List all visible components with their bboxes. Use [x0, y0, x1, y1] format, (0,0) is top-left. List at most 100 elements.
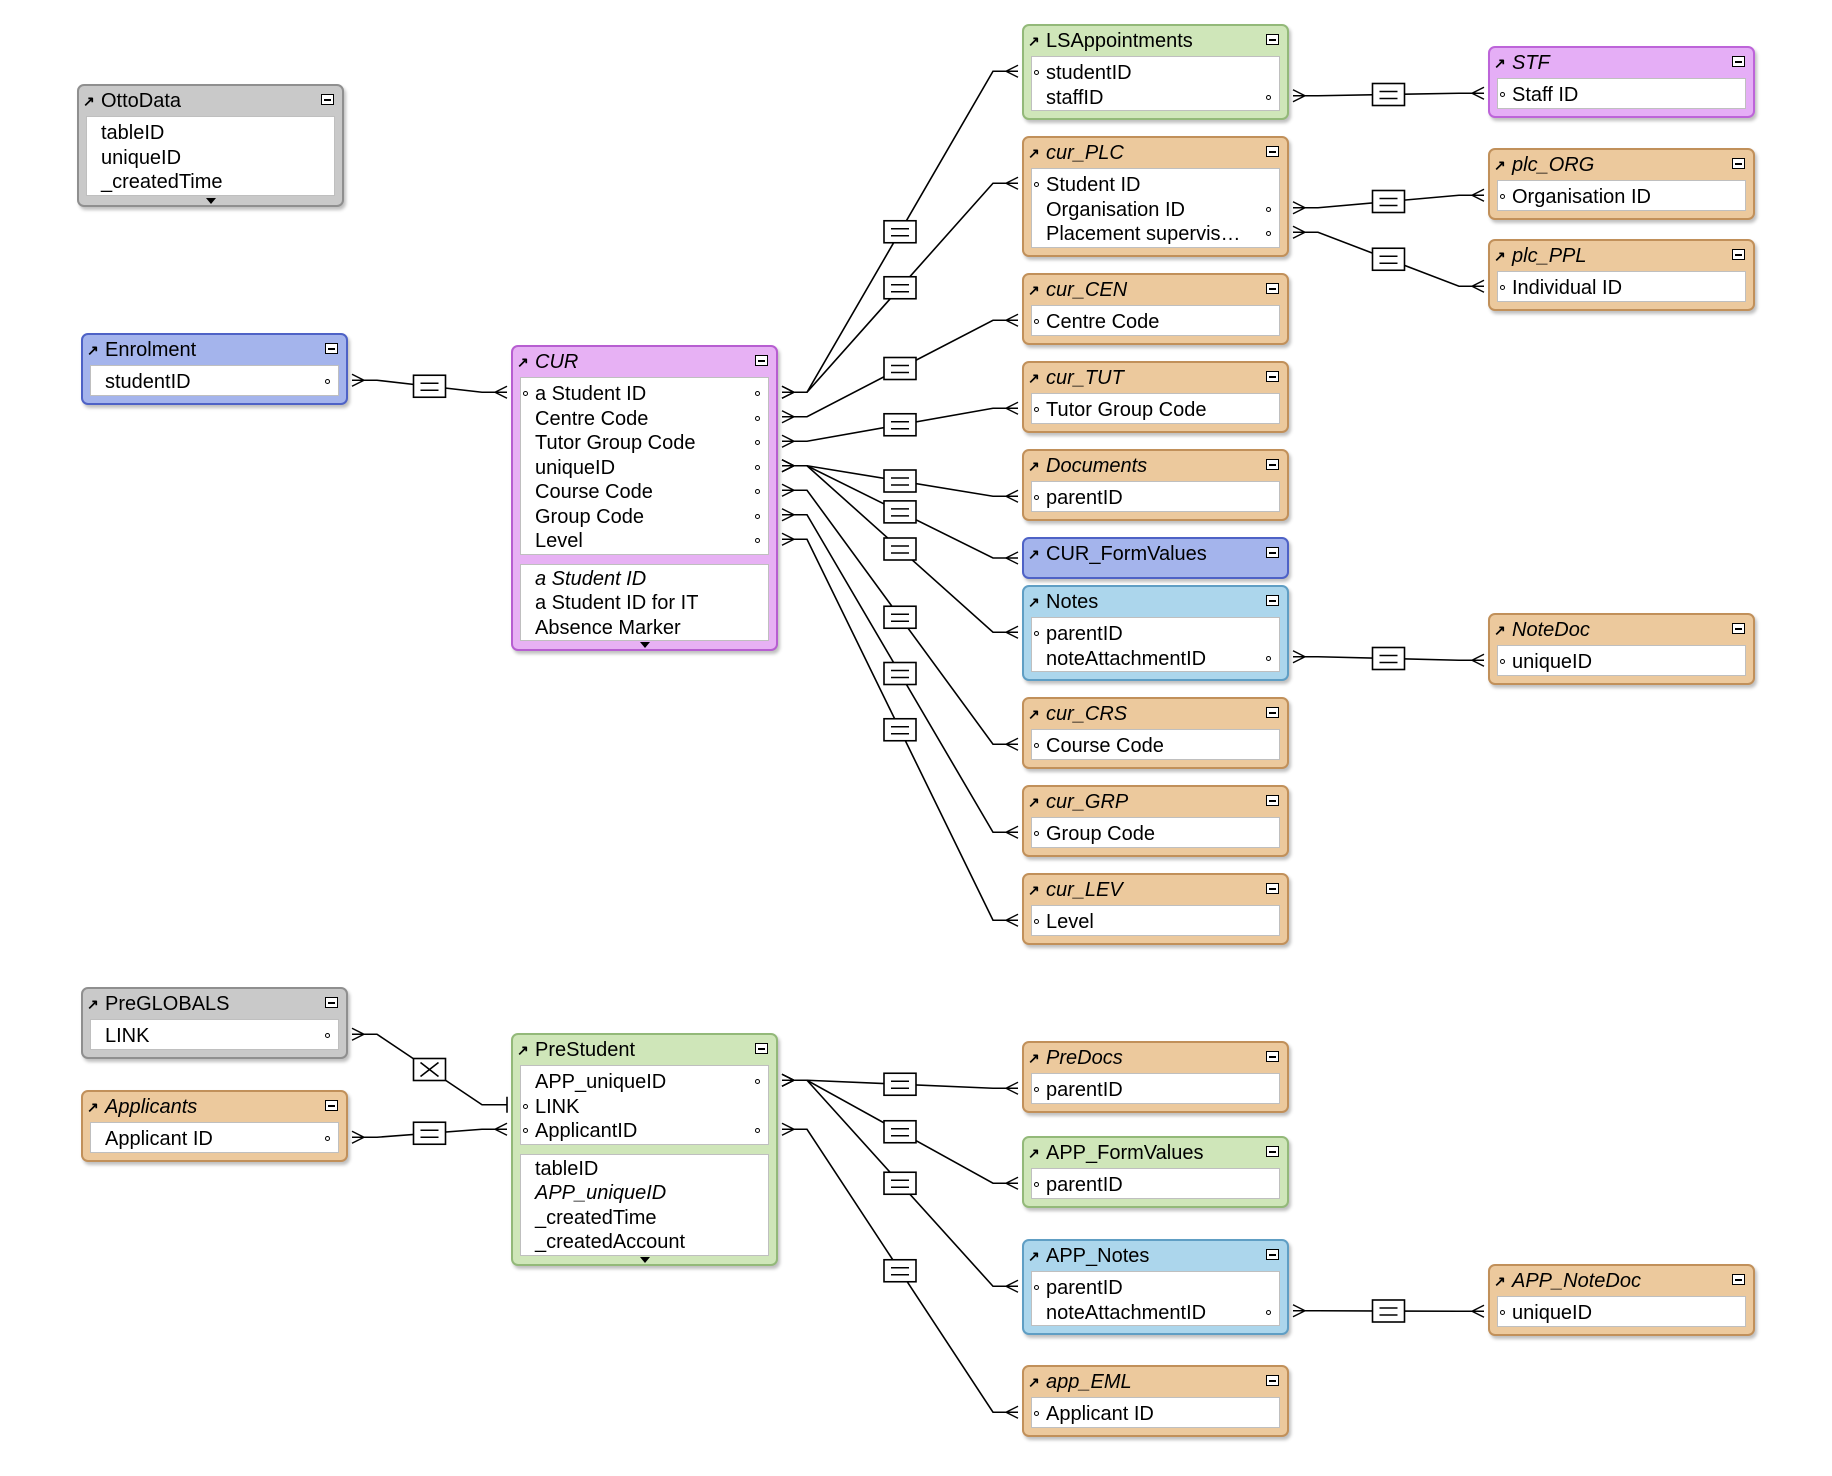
- collapse-icon[interactable]: [1732, 623, 1745, 634]
- collapse-icon[interactable]: [1266, 707, 1279, 718]
- arrow-northeast-icon[interactable]: ↗: [1028, 145, 1040, 161]
- collapse-icon[interactable]: [1266, 1146, 1279, 1157]
- collapse-icon[interactable]: [1266, 146, 1279, 157]
- table-occurrence-predocs[interactable]: ↗PreDocs parentID: [1022, 1041, 1289, 1113]
- collapse-icon[interactable]: [325, 1100, 338, 1111]
- field-row[interactable]: parentID: [1032, 486, 1279, 511]
- table-title[interactable]: ↗OttoData: [79, 86, 342, 116]
- arrow-northeast-icon[interactable]: ↗: [1028, 1050, 1040, 1066]
- field-row[interactable]: parentID: [1032, 1173, 1279, 1198]
- collapse-icon[interactable]: [1266, 283, 1279, 294]
- field-row[interactable]: Placement supervis…: [1032, 222, 1279, 247]
- table-title[interactable]: ↗Documents: [1024, 451, 1287, 481]
- collapse-icon[interactable]: [1266, 1375, 1279, 1386]
- arrow-northeast-icon[interactable]: ↗: [83, 93, 95, 109]
- collapse-icon[interactable]: [1266, 34, 1279, 45]
- table-title[interactable]: ↗CUR: [513, 347, 776, 377]
- collapse-icon[interactable]: [1266, 1249, 1279, 1260]
- table-title[interactable]: ↗cur_PLC: [1024, 138, 1287, 168]
- field-row[interactable]: studentID: [91, 370, 338, 395]
- field-row[interactable]: LINK: [521, 1095, 768, 1120]
- arrow-northeast-icon[interactable]: ↗: [1028, 1145, 1040, 1161]
- table-title[interactable]: ↗Applicants: [83, 1092, 346, 1122]
- arrow-northeast-icon[interactable]: ↗: [1494, 55, 1506, 71]
- arrow-northeast-icon[interactable]: ↗: [1028, 594, 1040, 610]
- collapse-icon[interactable]: [1732, 249, 1745, 260]
- table-occurrence-cur-cen[interactable]: ↗cur_CEN Centre Code: [1022, 273, 1289, 345]
- table-occurrence-cur-formvalues[interactable]: ↗CUR_FormValues: [1022, 537, 1289, 579]
- arrow-northeast-icon[interactable]: ↗: [87, 1099, 99, 1115]
- table-title[interactable]: ↗plc_PPL: [1490, 241, 1753, 271]
- expand-fields-icon[interactable]: [200, 197, 222, 205]
- arrow-northeast-icon[interactable]: ↗: [1494, 622, 1506, 638]
- field-row[interactable]: Tutor Group Code: [521, 431, 768, 456]
- collapse-icon[interactable]: [1266, 883, 1279, 894]
- field-row[interactable]: tableID: [87, 121, 334, 146]
- table-title[interactable]: ↗cur_TUT: [1024, 363, 1287, 393]
- table-title[interactable]: ↗STF: [1490, 48, 1753, 78]
- collapse-icon[interactable]: [1732, 56, 1745, 67]
- field-row[interactable]: Tutor Group Code: [1032, 398, 1279, 423]
- field-row[interactable]: uniqueID: [521, 456, 768, 481]
- table-title[interactable]: ↗PreGLOBALS: [83, 989, 346, 1019]
- field-row[interactable]: a Student ID for IT: [521, 591, 768, 616]
- table-occurrence-cur-tut[interactable]: ↗cur_TUT Tutor Group Code: [1022, 361, 1289, 433]
- table-title[interactable]: ↗cur_CRS: [1024, 699, 1287, 729]
- table-title[interactable]: ↗PreDocs: [1024, 1043, 1287, 1073]
- arrow-northeast-icon[interactable]: ↗: [1028, 370, 1040, 386]
- field-row[interactable]: parentID: [1032, 1078, 1279, 1103]
- field-row[interactable]: studentID: [1032, 61, 1279, 86]
- arrow-northeast-icon[interactable]: ↗: [1028, 794, 1040, 810]
- field-row[interactable]: Individual ID: [1498, 276, 1745, 301]
- field-row[interactable]: APP_uniqueID: [521, 1070, 768, 1095]
- arrow-northeast-icon[interactable]: ↗: [1028, 33, 1040, 49]
- field-row[interactable]: ApplicantID: [521, 1119, 768, 1144]
- collapse-icon[interactable]: [1266, 1051, 1279, 1062]
- arrow-northeast-icon[interactable]: ↗: [87, 996, 99, 1012]
- collapse-icon[interactable]: [1266, 371, 1279, 382]
- field-row[interactable]: LINK: [91, 1024, 338, 1049]
- table-title[interactable]: ↗CUR_FormValues: [1024, 539, 1287, 569]
- field-row[interactable]: parentID: [1032, 1276, 1279, 1301]
- table-title[interactable]: ↗plc_ORG: [1490, 150, 1753, 180]
- field-row[interactable]: Applicant ID: [91, 1127, 338, 1152]
- table-title[interactable]: ↗APP_Notes: [1024, 1241, 1287, 1271]
- table-title[interactable]: ↗cur_GRP: [1024, 787, 1287, 817]
- table-title[interactable]: ↗cur_CEN: [1024, 275, 1287, 305]
- collapse-icon[interactable]: [1266, 459, 1279, 470]
- arrow-northeast-icon[interactable]: ↗: [1028, 706, 1040, 722]
- collapse-icon[interactable]: [1266, 595, 1279, 606]
- field-row[interactable]: Student ID: [1032, 173, 1279, 198]
- field-row[interactable]: _createdTime: [521, 1206, 768, 1231]
- field-row[interactable]: Centre Code: [1032, 310, 1279, 335]
- collapse-icon[interactable]: [755, 1043, 768, 1054]
- table-title[interactable]: ↗app_EML: [1024, 1367, 1287, 1397]
- arrow-northeast-icon[interactable]: ↗: [1028, 458, 1040, 474]
- expand-fields-icon[interactable]: [634, 641, 656, 649]
- table-occurrence-documents[interactable]: ↗Documents parentID: [1022, 449, 1289, 521]
- field-row[interactable]: Organisation ID: [1032, 198, 1279, 223]
- collapse-icon[interactable]: [325, 997, 338, 1008]
- field-row[interactable]: parentID: [1032, 622, 1279, 647]
- table-title[interactable]: ↗cur_LEV: [1024, 875, 1287, 905]
- collapse-icon[interactable]: [1266, 547, 1279, 558]
- field-row[interactable]: noteAttachmentID: [1032, 1301, 1279, 1326]
- collapse-icon[interactable]: [1266, 795, 1279, 806]
- expand-fields-icon[interactable]: [634, 1256, 656, 1264]
- table-title[interactable]: ↗Notes: [1024, 587, 1287, 617]
- field-row[interactable]: noteAttachmentID: [1032, 647, 1279, 672]
- arrow-northeast-icon[interactable]: ↗: [1494, 1273, 1506, 1289]
- table-title[interactable]: ↗PreStudent: [513, 1035, 776, 1065]
